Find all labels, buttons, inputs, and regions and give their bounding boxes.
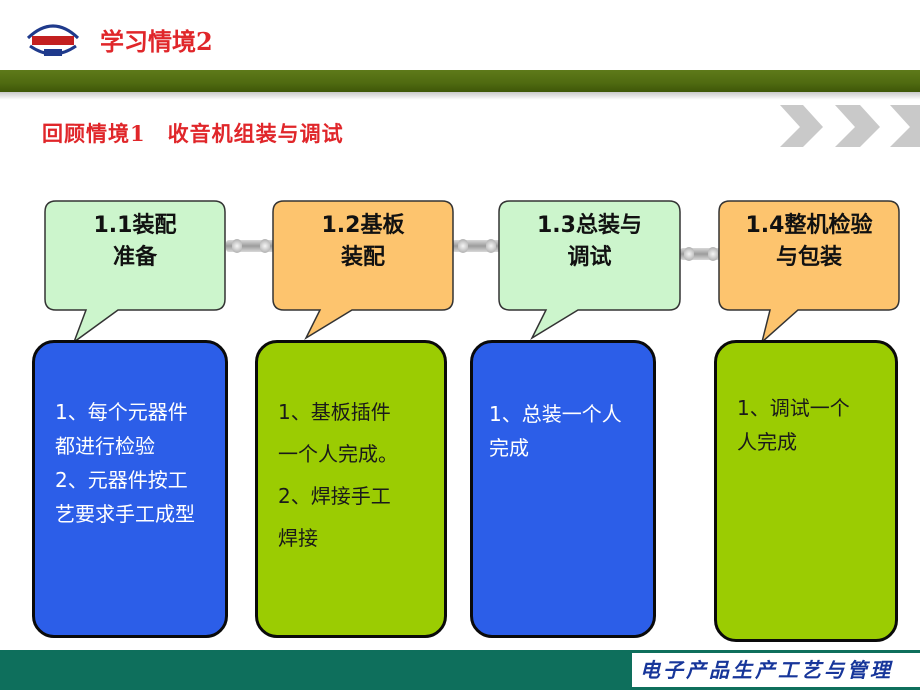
detail-line: 1、总装一个人 (489, 402, 622, 426)
chevron-decoration-icon (780, 105, 920, 147)
step-title-line2: 调试 (567, 245, 612, 270)
step-title-line2: 与包装 (775, 245, 842, 270)
detail-line: 完成 (489, 436, 529, 460)
school-logo (22, 12, 84, 64)
step-detail-box-3: 1、总装一个人 完成 (470, 340, 656, 638)
detail-line: 1、基板插件 (278, 400, 391, 424)
detail-line: 1、调试一个 (737, 396, 850, 420)
detail-line: 艺要求手工成型 (55, 502, 195, 526)
header-divider-bar (0, 70, 920, 92)
connector-2-3 (452, 239, 502, 253)
detail-line: 焊接 (278, 526, 318, 550)
detail-line: 一个人完成。 (278, 442, 398, 466)
step-callout-4: 1.4整机检验 与包装 (718, 200, 900, 345)
detail-line: 2、元器件按工 (55, 468, 188, 492)
detail-line: 2、焊接手工 (278, 484, 391, 508)
detail-line: 1、每个元器件 (55, 400, 188, 424)
detail-line: 人完成 (737, 430, 797, 454)
step-detail-box-4: 1、调试一个 人完成 (714, 340, 898, 642)
header-divider-shadow (0, 92, 920, 100)
course-name-label: 电子产品生产工艺与管理 (632, 653, 920, 687)
step-title-line1: 1.2基板 (321, 213, 405, 238)
page-title: 学习情境2 (100, 27, 213, 56)
step-title-line2: 装配 (340, 245, 385, 270)
detail-line: 都进行检验 (55, 434, 155, 458)
step-title-line1: 1.3总装与 (537, 213, 642, 238)
connector-3-4 (680, 247, 722, 261)
step-detail-box-2: 1、基板插件 一个人完成。 2、焊接手工 焊接 (255, 340, 447, 638)
connector-1-2 (226, 239, 276, 253)
step-title-line2: 准备 (112, 245, 157, 270)
step-callout-1: 1.1装配 准备 (44, 200, 226, 345)
section-subtitle: 回顾情境1 收音机组装与调试 (42, 121, 344, 146)
step-title-line1: 1.1装配 (93, 213, 177, 238)
step-callout-3: 1.3总装与 调试 (498, 200, 681, 345)
step-callout-2: 1.2基板 装配 (272, 200, 454, 345)
step-detail-box-1: 1、每个元器件 都进行检验 2、元器件按工 艺要求手工成型 (32, 340, 228, 638)
step-title-line1: 1.4整机检验 (745, 213, 873, 238)
